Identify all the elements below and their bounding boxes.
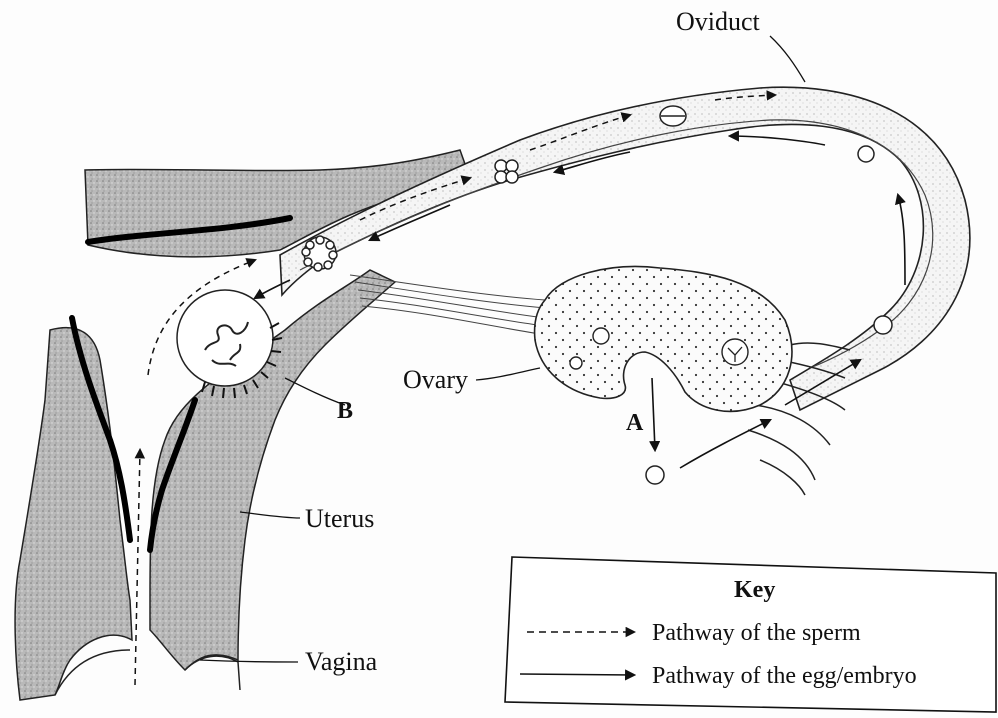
ovary: [535, 267, 792, 412]
key-title: Key: [734, 577, 775, 603]
vagina-left-wall: [15, 328, 132, 700]
label-point-a: A: [626, 410, 644, 436]
key-sperm-text: Pathway of the sperm: [652, 620, 861, 646]
key-egg-line: [520, 674, 634, 675]
released-egg: [646, 466, 664, 484]
label-uterus: Uterus: [305, 504, 374, 533]
label-point-b: B: [337, 398, 353, 424]
label-oviduct: Oviduct: [676, 7, 761, 36]
key-egg-text: Pathway of the egg/embryo: [652, 663, 917, 689]
label-ovary: Ovary: [403, 365, 468, 394]
egg-in-oviduct: [858, 146, 874, 162]
morula: [302, 236, 337, 271]
two-cell-embryo: [660, 106, 686, 126]
key-box: Key Pathway of the sperm Pathway of the …: [505, 557, 996, 712]
label-vagina: Vagina: [305, 647, 378, 676]
egg-near-fimbriae: [874, 316, 892, 334]
